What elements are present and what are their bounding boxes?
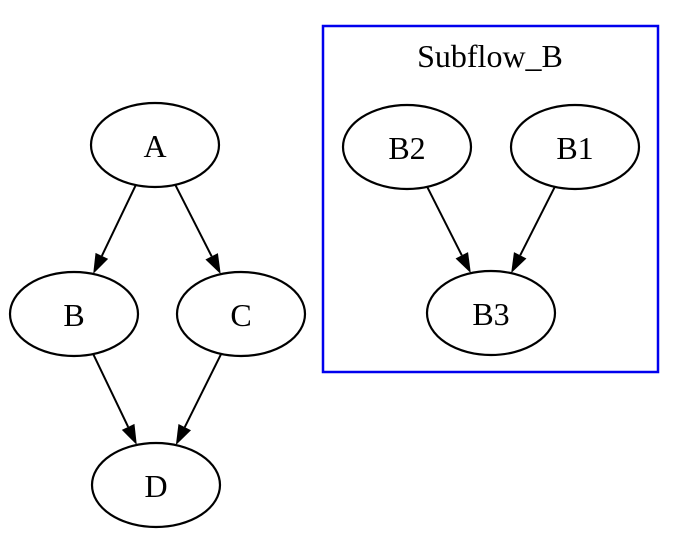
- node-b1: B1: [509, 103, 641, 191]
- node-ellipse: [90, 441, 222, 529]
- arrowhead: [93, 252, 109, 274]
- cluster-subflow-b: [321, 24, 660, 374]
- node-b3: B3: [425, 269, 557, 357]
- arrowhead: [205, 253, 221, 275]
- node-label: B3: [472, 296, 509, 332]
- edge-line: [92, 353, 130, 428]
- edge-line: [100, 184, 137, 257]
- edge-line: [426, 186, 463, 256]
- node-ellipse: [89, 101, 221, 189]
- edge-A-C: [174, 184, 221, 275]
- node-label: B: [63, 297, 84, 333]
- edge-line: [519, 186, 556, 256]
- edge-B2-B3: [426, 186, 471, 274]
- node-ellipse: [425, 269, 557, 357]
- edge-B1-B3: [511, 186, 556, 274]
- node-ellipse: [509, 103, 641, 191]
- edge-C-D: [175, 353, 223, 446]
- node-label: A: [143, 128, 166, 164]
- arrowhead: [175, 424, 192, 446]
- node-ellipse: [341, 103, 473, 191]
- node-ellipse: [8, 270, 140, 358]
- node-label: D: [144, 468, 167, 504]
- node-c: C: [175, 270, 307, 358]
- node-b2: B2: [341, 103, 473, 191]
- arrowhead: [455, 252, 471, 274]
- node-ellipse: [175, 270, 307, 358]
- edge-line: [183, 353, 223, 428]
- arrowhead: [121, 423, 137, 445]
- node-label: B2: [388, 130, 425, 166]
- edge-A-B: [93, 184, 137, 274]
- node-label: B1: [556, 130, 593, 166]
- cluster-title: Subflow_B: [417, 38, 563, 74]
- edge-B-D: [92, 353, 137, 445]
- node-a: A: [89, 101, 221, 189]
- arrowhead: [511, 252, 527, 274]
- node-label: C: [230, 297, 251, 333]
- node-d: D: [90, 441, 222, 529]
- edge-line: [174, 184, 213, 257]
- node-b: B: [8, 270, 140, 358]
